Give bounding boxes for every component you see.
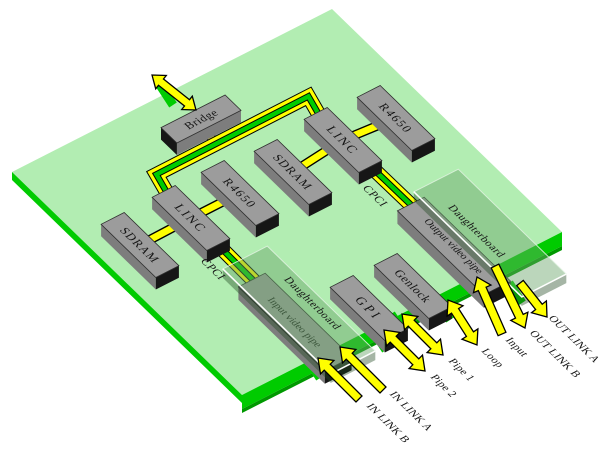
- output-video-pipe-chip-top: [396, 196, 512, 296]
- out-link-a-arrow: [515, 279, 548, 318]
- bridge-chip-top: [160, 94, 242, 144]
- input-daughterboard-plate-endface: [330, 351, 376, 383]
- r4650-chip-left-end: [255, 213, 279, 238]
- sdram-chip-left-end: [155, 265, 179, 290]
- r4650-chip-right-top: [356, 85, 436, 151]
- input-arrow: [472, 275, 507, 337]
- pipe-2-arrow: [383, 329, 426, 372]
- pipe-1-arrow: [401, 313, 444, 356]
- sdram-chip-left-top: [100, 212, 180, 278]
- genlock-chip-front: [374, 265, 429, 331]
- main-bus-l3: [153, 93, 324, 199]
- linc-chip-right-end: [358, 160, 382, 185]
- in-link-a-arrow: [339, 346, 387, 394]
- linc-chip-left-end: [206, 238, 230, 263]
- pipe-1-label: Pipe 1: [445, 357, 477, 383]
- sdram-chip-right-end: [308, 192, 332, 217]
- output-daughterboard-plate-side: [413, 191, 522, 306]
- bridge-chip-end: [161, 127, 177, 155]
- bridge-chip-front: [176, 110, 241, 155]
- in-link-b-arrow: [317, 357, 363, 403]
- input-video-pipe-chip-front: [238, 286, 325, 384]
- linc-chip-left-front: [152, 197, 207, 263]
- linc-chip-right-top: [303, 107, 383, 173]
- sdram-chip-left-front: [101, 224, 156, 290]
- input-daughterboard-plate-side: [222, 268, 331, 383]
- out-link-b-arrow: [490, 263, 529, 329]
- loop-label: Loop: [478, 347, 506, 370]
- gpi-chip-front: [330, 287, 385, 353]
- board-edge-left: [12, 172, 242, 403]
- loop-arrow: [446, 299, 479, 346]
- output-video-pipe-chip-front: [397, 210, 484, 308]
- output-daughterboard-plate-highlight: [413, 191, 567, 298]
- linc-chip-left-top: [151, 185, 231, 251]
- r4650-chip-right-front: [357, 97, 412, 163]
- genlock-chip-end: [428, 306, 452, 331]
- r4650-chip-right-end: [411, 138, 435, 163]
- input-label: Input: [502, 336, 530, 359]
- sdram-chip-right-top: [253, 139, 333, 205]
- bridge-arrow: [151, 74, 197, 111]
- r4650-chip-left-top: [200, 160, 280, 226]
- pipe-2-label: Pipe 2: [427, 373, 459, 399]
- gpi-chip-top: [329, 275, 409, 341]
- r4650-chip-left-front: [201, 172, 256, 238]
- sdram-chip-right-front: [254, 151, 309, 217]
- linc-chip-right-front: [304, 119, 359, 185]
